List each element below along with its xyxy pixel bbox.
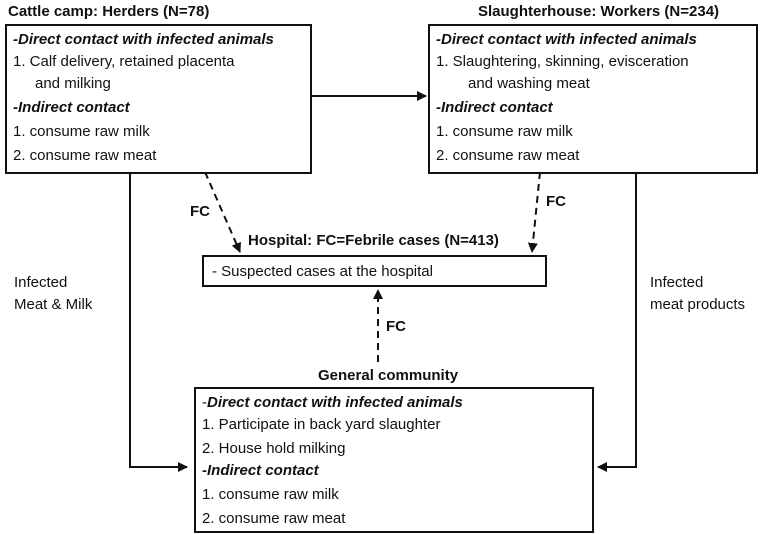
edge-label-left-line-1: Infected [14, 274, 68, 291]
hospital-text: - Suspected cases at the hospital [212, 263, 433, 280]
fc-label-herders: FC [190, 203, 210, 220]
community-direct-item-1: 1. Participate in back yard slaughter [202, 416, 441, 433]
workers-title: Slaughterhouse: Workers (N=234) [478, 3, 720, 20]
community-indirect-header: -Indirect contact [202, 462, 319, 479]
workers-indirect-item-1: 1. consume raw milk [436, 123, 573, 140]
herders-box: -Direct contact with infected animals 1.… [5, 24, 312, 174]
community-direct-header-text: Direct contact with infected animals [207, 394, 463, 411]
fc-label-workers: FC [546, 193, 566, 210]
fc-label-community: FC [386, 318, 406, 335]
workers-direct-item-1-cont: and washing meat [468, 75, 590, 92]
workers-box: -Direct contact with infected animals 1.… [428, 24, 758, 174]
herders-indirect-header: -Indirect contact [13, 99, 130, 116]
arrow-herders-to-community [129, 172, 188, 472]
herders-indirect-item-2: 2. consume raw meat [13, 147, 157, 164]
community-direct-header: -Direct contact with infected animals [202, 393, 463, 413]
community-direct-item-2: 2. House hold milking [202, 440, 346, 457]
edge-label-right-line-2: meat products [650, 296, 746, 313]
edge-label-left-line-2: Meat & Milk [14, 296, 93, 313]
community-direct-prefix: - [202, 394, 207, 411]
herders-direct-item-1-cont: and milking [35, 75, 111, 92]
edge-label-right: Infected meat products [650, 272, 745, 316]
hospital-title: Hospital: FC=Febrile cases (N=413) [248, 232, 499, 249]
community-title: General community [318, 367, 459, 384]
edge-label-left: Infected Meat & Milk [14, 272, 92, 316]
herders-direct-header: -Direct contact with infected animals [13, 31, 274, 48]
hospital-box: - Suspected cases at the hospital [202, 255, 547, 287]
community-indirect-item-1: 1. consume raw milk [202, 486, 339, 503]
community-box: -Direct contact with infected animals 1.… [194, 387, 594, 533]
community-indirect-item-2: 2. consume raw meat [202, 510, 346, 527]
arrow-fc-workers-to-hospital [527, 171, 541, 253]
herders-direct-item-1: 1. Calf delivery, retained placenta [13, 53, 235, 70]
workers-indirect-item-2: 2. consume raw meat [436, 147, 580, 164]
herders-indirect-item-1: 1. consume raw milk [13, 123, 150, 140]
workers-direct-item-1: 1. Slaughtering, skinning, evisceration [436, 53, 689, 70]
herders-title: Cattle camp: Herders (N=78) [8, 3, 210, 20]
edge-label-right-line-1: Infected [650, 274, 704, 291]
arrow-fc-herders-to-hospital [204, 171, 241, 253]
workers-indirect-header: -Indirect contact [436, 99, 553, 116]
workers-direct-header: -Direct contact with infected animals [436, 31, 697, 48]
arrow-workers-to-community [597, 172, 637, 472]
